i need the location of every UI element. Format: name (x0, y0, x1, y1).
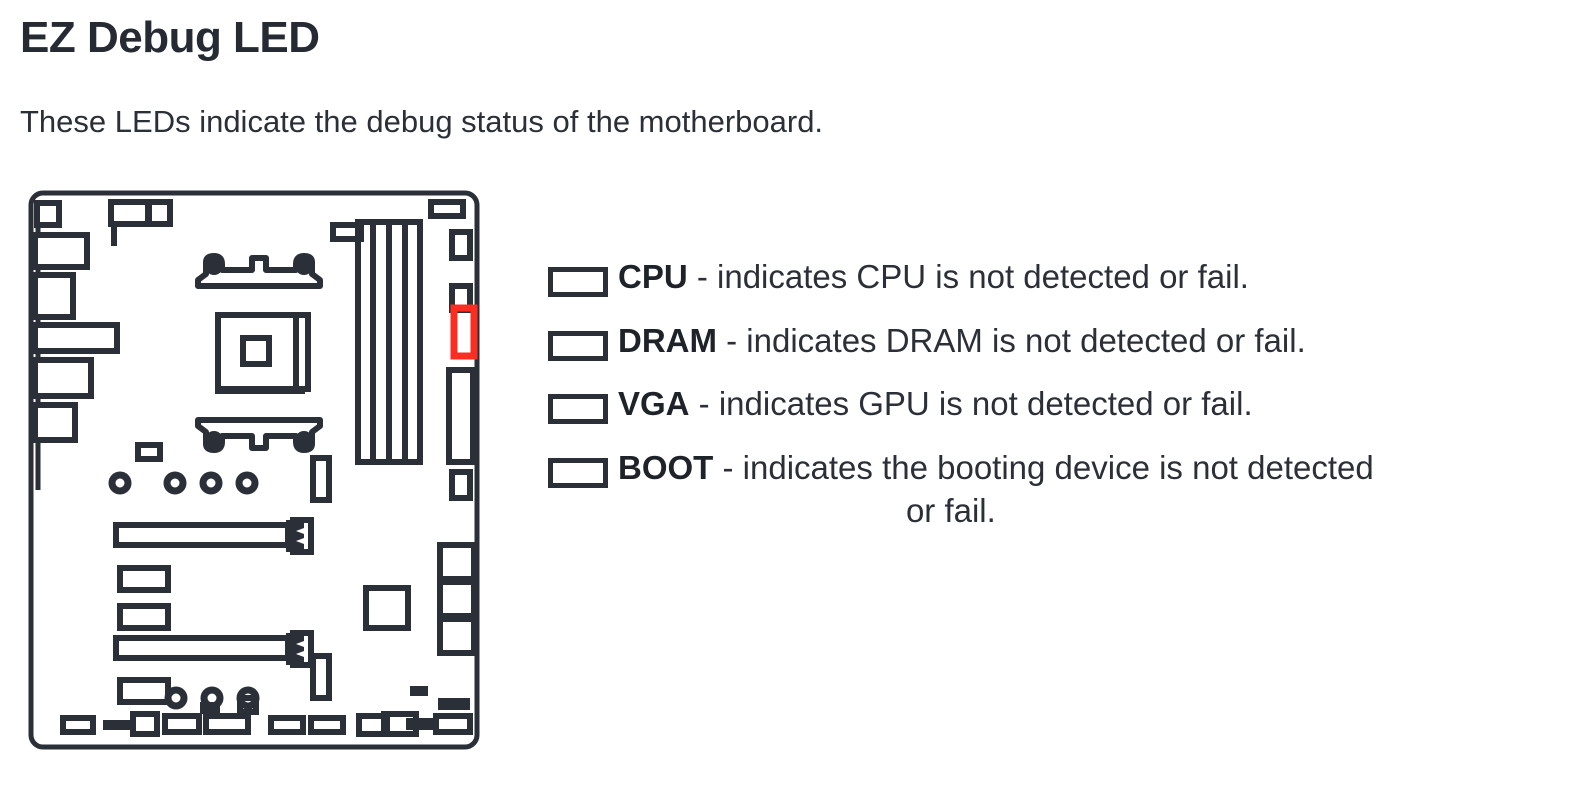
legend-description-line2: or fail. (905, 492, 996, 530)
led-legend-list: CPU - indicates CPU is not detected or f… (548, 255, 1578, 533)
list-item: BOOT - indicates the booting device is n… (548, 446, 1578, 533)
right-edge-connectors (446, 229, 478, 501)
legend-text: BOOT - indicates the booting device is n… (618, 446, 1374, 533)
page-subtitle: These LEDs indicate the debug status of … (20, 104, 824, 139)
pcie-x16-slot-upper (113, 517, 314, 555)
led-indicator-icon (548, 394, 608, 425)
rear-io-ports (32, 200, 120, 490)
cpu-socket (195, 253, 323, 453)
legend-description: - indicates GPU is not detected or fail. (689, 385, 1253, 423)
legend-label: DRAM (618, 321, 717, 359)
legend-description: - indicates the booting device is not de… (713, 448, 1374, 486)
legend-text: VGA - indicates GPU is not detected or f… (618, 382, 1253, 426)
small-header (135, 442, 163, 462)
pcie-x16-slot-lower (113, 630, 314, 668)
mounting-holes (108, 471, 259, 495)
legend-description: - indicates CPU is not detected or fail. (687, 258, 1249, 295)
led-indicator-icon (548, 330, 608, 361)
chipset-heatsink (363, 585, 411, 631)
led-indicator-icon (548, 267, 608, 297)
m2-board-upper (117, 565, 171, 593)
legend-description: - indicates DRAM is not detected or fail… (716, 321, 1306, 359)
m2-slot-lower (310, 653, 332, 701)
front-panel-headers (60, 686, 473, 737)
dimm-slots (355, 219, 423, 465)
m2-slot-upper (310, 455, 332, 503)
legend-text: CPU - indicates CPU is not detected or f… (618, 255, 1249, 299)
list-item: VGA - indicates GPU is not detected or f… (548, 382, 1578, 426)
sata-ports (437, 542, 477, 656)
board-outline (28, 190, 480, 750)
ez-debug-led-header (450, 304, 478, 360)
legend-text: DRAM - indicates DRAM is not detected or… (618, 319, 1306, 363)
list-item: CPU - indicates CPU is not detected or f… (548, 255, 1578, 299)
cpu-retention-bracket-bottom (195, 417, 323, 453)
motherboard-diagram: .ol { fill:none; stroke:#2b2f38; } .fl {… (28, 190, 480, 750)
m2-board-lower (117, 603, 171, 631)
page-title: EZ Debug LED (20, 13, 320, 62)
led-indicator-icon (548, 457, 608, 488)
legend-label: VGA (618, 385, 690, 423)
legend-label: CPU (618, 258, 688, 295)
list-item: DRAM - indicates DRAM is not detected or… (548, 319, 1578, 363)
legend-label: BOOT (618, 448, 714, 486)
cpu-socket-center (240, 335, 272, 367)
